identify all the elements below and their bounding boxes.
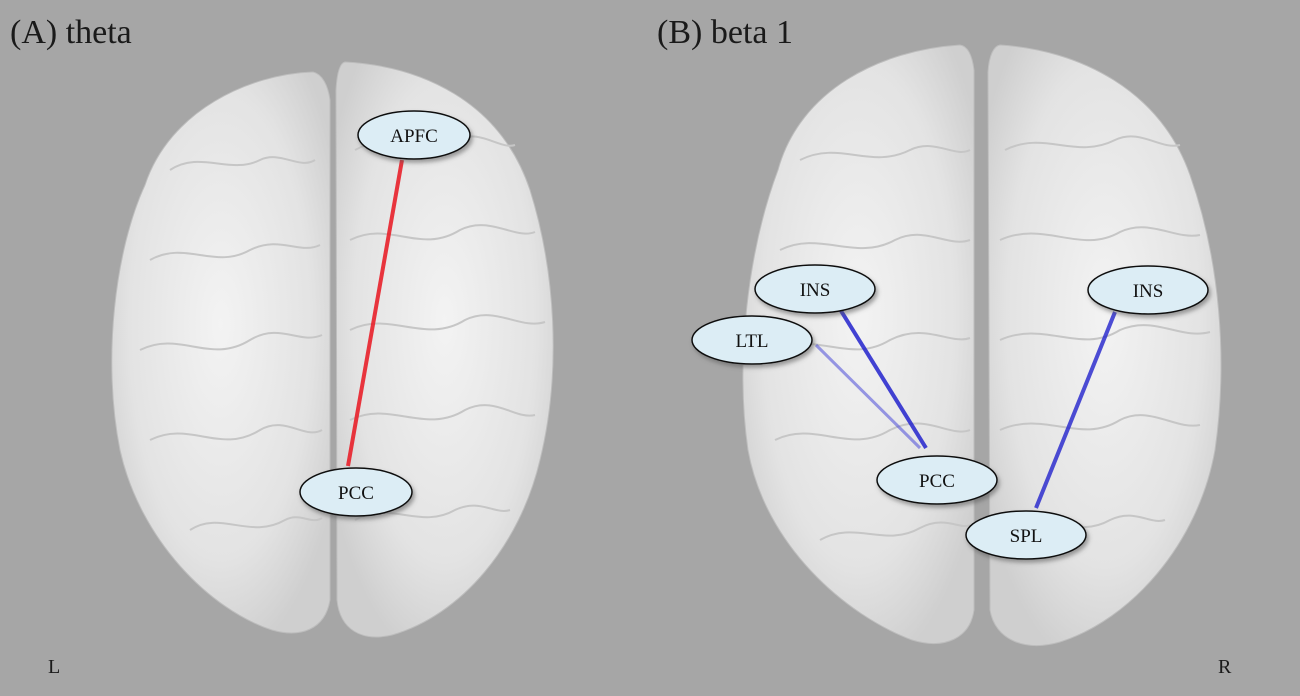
node-b-ltl: LTL (691, 315, 813, 365)
brain-b-right-hemisphere (987, 44, 1222, 646)
node-b-pcc: PCC (876, 455, 998, 505)
node-b-pcc-label: PCC (919, 471, 955, 492)
node-b-ins-left: INS (754, 264, 876, 314)
node-b-ins-right-label: INS (1133, 281, 1164, 302)
orientation-right-label: R (1218, 656, 1232, 678)
node-a-apfc-label: APFC (390, 126, 438, 147)
brain-a-gyri (139, 135, 546, 531)
edge-ins-left-pcc (836, 304, 928, 450)
edge-apfc-pcc (346, 159, 404, 467)
edge-ins-right-spl (1034, 311, 1117, 509)
orientation-left-label: L (48, 656, 61, 678)
brain-a (111, 61, 554, 638)
panel-a-title: (A) theta (10, 14, 132, 51)
node-a-pcc-label: PCC (338, 483, 374, 504)
edge-ltl-pcc (814, 343, 922, 450)
node-a-apfc: APFC (357, 110, 471, 160)
node-b-ltl-label: LTL (735, 331, 768, 352)
brain-a-left-hemisphere (111, 71, 331, 634)
node-b-spl-label: SPL (1010, 526, 1043, 547)
panel-b-title: (B) beta 1 (657, 14, 793, 51)
node-b-ins-right: INS (1087, 265, 1209, 315)
node-b-spl: SPL (965, 510, 1087, 560)
node-b-ins-left-label: INS (800, 280, 831, 301)
node-a-pcc: PCC (299, 467, 413, 517)
brain-b (742, 44, 1222, 646)
